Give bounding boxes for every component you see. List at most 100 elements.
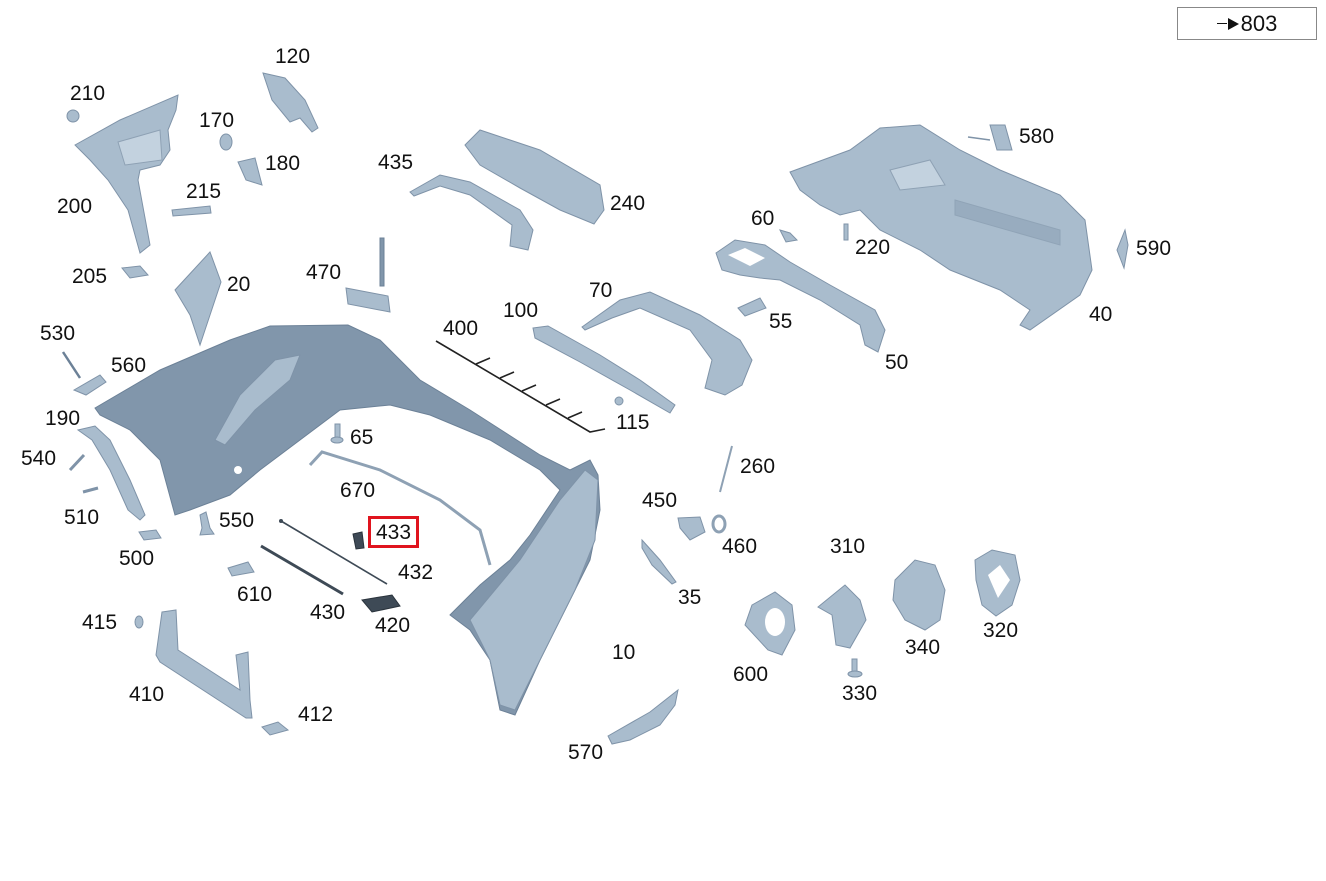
part-220-screw-icon: [843, 223, 849, 241]
callout-20[interactable]: 20: [227, 273, 251, 296]
callout-470[interactable]: 470: [306, 261, 342, 284]
part-210-nut-icon: [66, 109, 80, 123]
callout-10[interactable]: 10: [612, 641, 636, 664]
part-115-clip-icon: [614, 396, 624, 406]
callout-415[interactable]: 415: [82, 611, 118, 634]
callout-435[interactable]: 435: [378, 151, 414, 174]
part-205-clip-icon: [121, 265, 149, 279]
part-310-bracket-icon: [817, 584, 867, 649]
callout-410[interactable]: 410: [129, 683, 165, 706]
part-10-bumper-cover-icon: [94, 324, 601, 716]
callout-320[interactable]: 320: [983, 619, 1019, 642]
part-570-trim-icon: [607, 688, 679, 745]
callout-580[interactable]: 580: [1019, 125, 1055, 148]
part-510-screw-icon: [82, 486, 99, 494]
callout-530[interactable]: 530: [40, 322, 76, 345]
part-400-harness-icon: [435, 340, 606, 433]
part-550-clip-icon: [199, 511, 215, 536]
part-435-bracket-icon: [409, 174, 534, 251]
callout-590[interactable]: 590: [1136, 237, 1172, 260]
part-590-clip-icon: [1116, 228, 1129, 270]
callout-540[interactable]: 540: [21, 447, 57, 470]
callout-35[interactable]: 35: [678, 586, 702, 609]
reference-link-button[interactable]: 803: [1177, 7, 1317, 40]
part-500-clip-icon: [138, 529, 162, 541]
callout-60[interactable]: 60: [751, 207, 775, 230]
callout-200[interactable]: 200: [57, 195, 93, 218]
part-100-rail-icon: [532, 325, 676, 414]
part-340-tailpipe-icon: [892, 559, 946, 631]
callout-550[interactable]: 550: [219, 509, 255, 532]
callout-340[interactable]: 340: [905, 636, 941, 659]
part-55-cover-icon: [737, 297, 767, 317]
part-530-rivet-icon: [61, 351, 82, 379]
part-170-clip-icon: [219, 133, 233, 151]
part-412-clip-icon: [261, 721, 290, 736]
callout-450[interactable]: 450: [642, 489, 678, 512]
part-240-diffuser-icon: [464, 129, 605, 225]
callout-70[interactable]: 70: [589, 279, 613, 302]
callout-330[interactable]: 330: [842, 682, 878, 705]
part-560-bracket-icon: [72, 374, 107, 396]
callout-560[interactable]: 560: [111, 354, 147, 377]
part-580-bracket-icon: [967, 124, 1013, 151]
callout-400[interactable]: 400: [443, 317, 479, 340]
part-50-trim-icon: [715, 239, 886, 353]
callout-570[interactable]: 570: [568, 741, 604, 764]
callout-432[interactable]: 432: [398, 561, 434, 584]
callout-240[interactable]: 240: [610, 192, 646, 215]
callout-433-highlighted[interactable]: 433: [367, 516, 420, 548]
callout-610[interactable]: 610: [237, 583, 273, 606]
callout-670[interactable]: 670: [340, 479, 376, 502]
reference-number: 803: [1240, 10, 1278, 36]
callout-500[interactable]: 500: [119, 547, 155, 570]
part-65-clip-icon: [330, 423, 344, 444]
part-430-cable-icon: [260, 544, 344, 596]
arrow-right-icon: [1227, 17, 1239, 30]
callout-55[interactable]: 55: [769, 310, 793, 333]
part-200-bracket-icon: [74, 94, 179, 254]
callout-310[interactable]: 310: [830, 535, 866, 558]
part-610-cover-icon: [227, 561, 255, 577]
callout-170[interactable]: 170: [199, 109, 235, 132]
part-320-tailpipe-frame-icon: [974, 549, 1021, 617]
part-40-lower-bumper-icon: [789, 124, 1093, 331]
callout-420[interactable]: 420: [375, 614, 411, 637]
callout-190[interactable]: 190: [45, 407, 81, 430]
callout-430[interactable]: 430: [310, 601, 346, 624]
callout-412[interactable]: 412: [298, 703, 334, 726]
part-433-sensor-icon: [352, 531, 365, 550]
callout-65[interactable]: 65: [350, 426, 374, 449]
part-415-nut-icon: [134, 615, 144, 629]
callout-40[interactable]: 40: [1089, 303, 1113, 326]
part-460-ring-icon: [711, 514, 727, 534]
callout-115[interactable]: 115: [616, 411, 650, 434]
part-450-sensor-icon: [677, 516, 706, 541]
callout-220[interactable]: 220: [855, 236, 891, 259]
part-432-cable-icon: [279, 519, 388, 585]
callout-205[interactable]: 205: [72, 265, 108, 288]
part-215-strip-icon: [171, 205, 212, 217]
callout-260[interactable]: 260: [740, 455, 776, 478]
part-70-bracket-icon: [581, 291, 753, 396]
callout-600[interactable]: 600: [733, 663, 769, 686]
part-420-control-module-icon: [361, 594, 401, 613]
callout-210[interactable]: 210: [70, 82, 106, 105]
part-60-clip-icon: [779, 229, 799, 243]
part-600-bracket-icon: [744, 591, 796, 656]
callout-180[interactable]: 180: [265, 152, 301, 175]
callout-120[interactable]: 120: [275, 45, 311, 68]
part-470-holder-icon: [345, 237, 391, 313]
callout-510[interactable]: 510: [64, 506, 100, 529]
part-190-bracket-icon: [76, 425, 146, 521]
callout-460[interactable]: 460: [722, 535, 758, 558]
callout-50[interactable]: 50: [885, 351, 909, 374]
callout-100[interactable]: 100: [503, 299, 539, 322]
part-20-panel-icon: [174, 251, 222, 347]
callout-215[interactable]: 215: [186, 180, 222, 203]
part-670-strip-icon: [308, 450, 492, 566]
arrow-line-icon: [1216, 22, 1227, 25]
part-540-screw-icon: [68, 453, 86, 472]
